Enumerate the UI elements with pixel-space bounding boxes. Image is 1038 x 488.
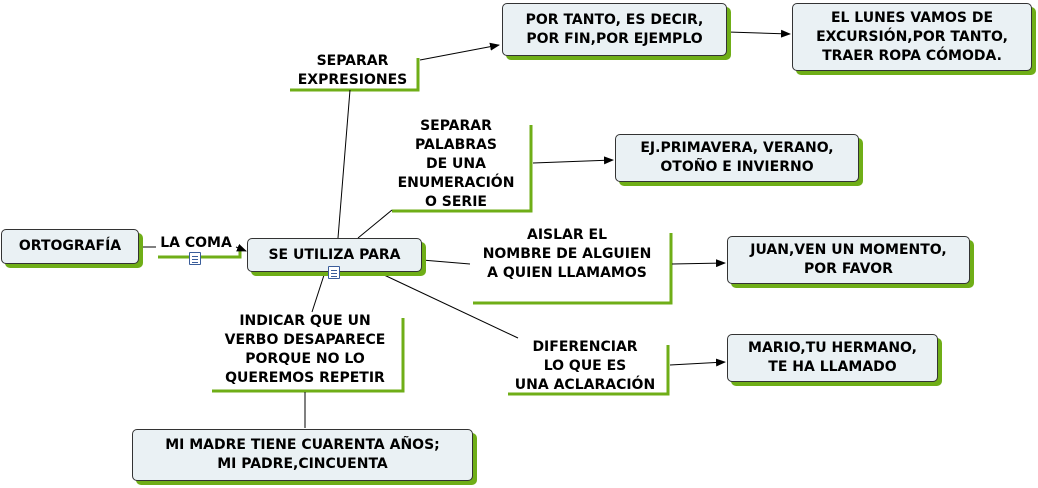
note-icon[interactable] <box>189 252 201 265</box>
concept-ortografia[interactable]: ORTOGRAFÍA <box>1 229 139 264</box>
concept-juan[interactable]: JUAN,VEN UN MOMENTO, POR FAVOR <box>727 236 970 284</box>
phrase-diferenciar[interactable]: DIFERENCIAR LO QUE ES UNA ACLARACIÓN <box>502 338 668 395</box>
concept-por-tanto[interactable]: POR TANTO, ES DECIR, POR FIN,POR EJEMPLO <box>502 3 727 56</box>
phrase-line: UNA ACLARACIÓN <box>514 377 656 393</box>
concept-line: TE HA LLAMADO <box>768 359 897 375</box>
phrase-line: PALABRAS <box>415 137 497 153</box>
concept-line: POR FIN,POR EJEMPLO <box>526 30 703 47</box>
concept-mi-madre[interactable]: MI MADRE TIENE CUARENTA AÑOS; MI PADRE,C… <box>132 429 473 481</box>
concept-line: EXCURSIÓN,POR TANTO, <box>816 28 1008 45</box>
concept-se-utiliza-para-label: SE UTILIZA PARA <box>268 246 401 263</box>
phrase-line: VERBO DESAPARECE <box>224 332 386 348</box>
phrase-line: LO QUE ES <box>543 358 627 374</box>
phrase-aislar[interactable]: AISLAR EL NOMBRE DE ALGUIEN A QUIEN LLAM… <box>466 226 668 283</box>
concept-line: POR FAVOR <box>804 261 893 277</box>
concept-line: MI PADRE,CINCUENTA <box>217 456 388 472</box>
phrase-line: AISLAR EL <box>526 227 608 243</box>
phrase-separar-palabras[interactable]: SEPARAR PALABRAS DE UNA ENUMERACIÓN O SE… <box>383 117 529 212</box>
phrase-separar-expresiones[interactable]: SEPARAR EXPRESIONES <box>285 52 420 90</box>
concept-primavera[interactable]: EJ.PRIMAVERA, VERANO, OTOÑO E INVIERNO <box>615 134 859 182</box>
phrase-line: EXPRESIONES <box>297 72 408 88</box>
phrase-line: ENUMERACIÓN <box>397 175 515 191</box>
concept-line: JUAN,VEN UN MOMENTO, <box>750 242 947 258</box>
concept-line: OTOÑO E INVIERNO <box>660 159 814 175</box>
phrase-line: SEPARAR <box>420 118 492 134</box>
concept-mario[interactable]: MARIO,TU HERMANO, TE HA LLAMADO <box>727 334 938 382</box>
phrase-line: NOMBRE DE ALGUIEN <box>482 246 652 262</box>
phrase-line: A QUIEN LLAMAMOS <box>487 265 647 281</box>
phrase-line: INDICAR QUE UN <box>239 313 371 329</box>
concept-ortografia-label: ORTOGRAFÍA <box>18 238 122 254</box>
concept-line: MI MADRE TIENE CUARENTA AÑOS; <box>165 437 440 453</box>
concept-line: EJ.PRIMAVERA, VERANO, <box>640 140 834 156</box>
phrase-indicar[interactable]: INDICAR QUE UN VERBO DESAPARECE PORQUE N… <box>208 312 402 388</box>
phrase-line: DIFERENCIAR <box>532 339 638 355</box>
note-icon[interactable] <box>328 266 340 279</box>
phrase-la-coma[interactable]: LA COMA <box>154 234 238 253</box>
concept-el-lunes[interactable]: EL LUNES VAMOS DE EXCURSIÓN,POR TANTO, T… <box>792 3 1032 71</box>
phrase-line: PORQUE NO LO <box>245 351 365 367</box>
concept-line: POR TANTO, ES DECIR, <box>525 11 704 28</box>
phrase-line: O SERIE <box>425 194 487 210</box>
phrase-line: DE UNA <box>426 156 486 172</box>
concept-line: TRAER ROPA CÓMODA. <box>822 47 1002 64</box>
phrase-line: LA COMA <box>160 235 232 251</box>
concept-line: MARIO,TU HERMANO, <box>748 340 917 356</box>
concept-line: EL LUNES VAMOS DE <box>830 9 994 26</box>
phrase-line: QUEREMOS REPETIR <box>225 370 385 386</box>
phrase-line: SEPARAR <box>316 53 389 69</box>
